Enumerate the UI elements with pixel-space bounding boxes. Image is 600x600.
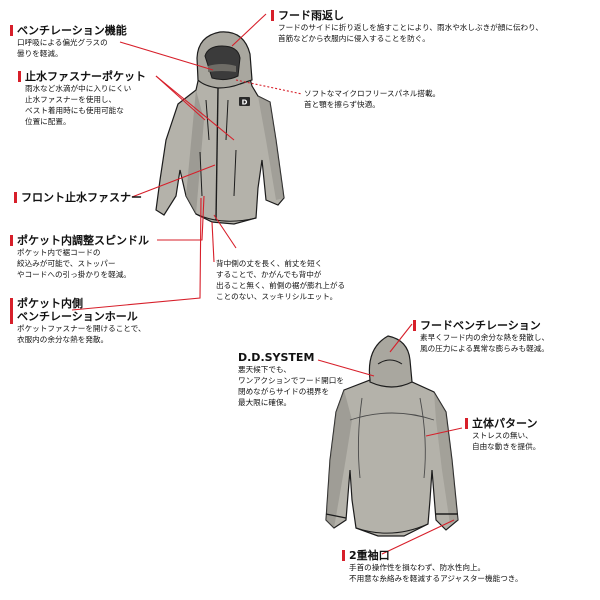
label-pocket-vent: ポケット内側 ベンチレーションホール ポケットファスナーを開けることで、 衣服内…	[17, 297, 146, 345]
front-jacket-shade	[186, 90, 204, 214]
label-back-length-line-1: 背中側の丈を長く、前丈を短く	[216, 259, 323, 268]
label-ventilation-line-2: 曇りを軽減。	[17, 49, 63, 58]
accent-bar-ventilation	[10, 25, 13, 36]
label-water-pocket: 止水ファスナーポケット 雨水など水滴が中に入りにくい 止水ファスナーを使用し、 …	[25, 70, 146, 127]
callout-line-fleece	[235, 79, 303, 95]
label-double-cuff-line-2: 不用意な糸絡みを軽減するアジャスター機能つき。	[349, 574, 523, 583]
label-water-pocket-line-4: 位置に配置。	[25, 117, 71, 126]
label-spindle-title: ポケット内調整スピンドル	[17, 234, 149, 247]
accent-bar-water-pocket	[18, 71, 21, 82]
label-dd-system-line-1: 悪天候下でも、	[238, 365, 291, 374]
label-pocket-vent-title-1: ポケット内側	[17, 297, 83, 310]
label-double-cuff: 2重袖口 手首の操作性を損なわず、防水性向上。 不用意な糸絡みを軽減するアジャス…	[349, 549, 523, 584]
back-seam-right	[419, 397, 426, 479]
callout-lines	[71, 13, 463, 555]
back-yoke	[349, 412, 435, 421]
label-fleece-line-2: 首と顎を擦らず快適。	[304, 100, 380, 109]
hand-pocket-zip-left	[199, 151, 203, 197]
callout-line-spindle	[157, 195, 205, 241]
label-hood-vent-line-1: 素早くフード内の余分な熱を発散し、	[420, 333, 550, 342]
accent-bar-pocket-vent	[10, 298, 13, 324]
label-dd-system-line-2: ワンアクションでフード開口を	[238, 376, 344, 385]
label-dd-system: D.D.SYSTEM 悪天候下でも、 ワンアクションでフード開口を 閉めながらサ…	[238, 351, 344, 408]
callout-line-hood-fold	[231, 13, 267, 47]
label-hood-fold-title: フード雨返し	[278, 9, 344, 22]
label-3d-pattern-line-1: ストレスの無い、	[472, 431, 533, 440]
accent-bar-spindle	[10, 235, 13, 246]
label-water-pocket-line-2: 止水ファスナーを使用し、	[25, 95, 117, 104]
label-dd-system-line-3: 閉めながらサイドの視界を	[238, 387, 330, 396]
label-hood-vent: フードベンチレーション 素早くフード内の余分な熱を発散し、 風の圧力による異常な…	[420, 319, 549, 354]
accent-bar-hood-vent	[413, 320, 416, 331]
back-hood-vent	[377, 359, 403, 365]
callout-line-cuff	[381, 519, 455, 555]
label-water-pocket-line-1: 雨水など水滴が中に入りにくい	[25, 84, 132, 93]
front-zipper	[215, 87, 219, 221]
label-spindle-line-1: ポケット内で裾コードの	[17, 248, 101, 257]
front-mouth-vent	[208, 64, 236, 72]
label-ventilation-line-1: 口呼吸による偏光グラスの	[17, 38, 108, 47]
callout-line-back-length-a	[213, 214, 237, 249]
label-pocket-vent-line-2: 衣服内の余分な熱を発散。	[17, 335, 109, 344]
label-back-length-line-3: 出ること無く、前側の裾が膨れ上がる	[216, 281, 346, 290]
callout-line-dd-system	[317, 359, 375, 377]
label-hood-vent-line-2: 風の圧力による異常な膨らみも軽減。	[420, 344, 549, 353]
label-fleece-panel: ソフトなマイクロフリースパネル搭載。 首と顎を擦らず快適。	[304, 88, 440, 110]
callout-line-3d-pattern	[425, 427, 463, 437]
label-water-pocket-title: 止水ファスナーポケット	[25, 70, 146, 83]
label-fleece-line-1: ソフトなマイクロフリースパネル搭載。	[304, 89, 441, 98]
callout-line-pocket-vent	[71, 197, 202, 311]
label-dd-system-title: D.D.SYSTEM	[238, 351, 315, 364]
label-hood-fold: フード雨返し フードのサイドに折り返しを施すことにより、雨水や水しぶきが顔に伝わ…	[278, 9, 543, 44]
label-pocket-vent-line-1: ポケットファスナーを開けることで、	[17, 324, 146, 333]
label-front-zip: フロント止水ファスナー	[21, 191, 142, 204]
label-hood-fold-line-2: 首筋などから衣服内に侵入することを防ぐ。	[278, 34, 430, 43]
callout-line-water-pocket-b	[155, 75, 235, 141]
label-ventilation-title: ベンチレーション機能	[17, 24, 127, 37]
back-hood	[368, 335, 413, 388]
label-back-length-line-2: することで、かがんでも背中が	[216, 270, 322, 279]
back-hem	[355, 523, 429, 534]
label-double-cuff-title: 2重袖口	[349, 549, 390, 562]
label-3d-pattern-title: 立体パターン	[472, 417, 538, 430]
callout-line-front-zip	[131, 164, 216, 198]
accent-bar-3d-pattern	[465, 418, 468, 429]
accent-bar-hood-fold	[271, 10, 274, 21]
label-spindle-line-2: 絞込みが可能で、ストッパー	[17, 259, 116, 268]
front-sleeve-shade	[258, 96, 284, 200]
label-3d-pattern-line-2: 自由な動きを提供。	[472, 442, 541, 451]
callout-line-hood-vent	[389, 323, 413, 353]
label-double-cuff-line-1: 手首の操作性を損なわず、防水性向上。	[349, 563, 486, 572]
back-shade-left	[326, 390, 352, 528]
label-spindle: ポケット内調整スピンドル ポケット内で裾コードの 絞込みが可能で、ストッパー や…	[17, 234, 149, 280]
label-3d-pattern: 立体パターン ストレスの無い、 自由な動きを提供。	[472, 417, 540, 452]
label-water-pocket-line-3: ベスト着用時にも使用可能な	[25, 106, 124, 115]
label-pocket-vent-title-2: ベンチレーションホール	[17, 310, 138, 323]
label-spindle-line-3: やコードへの引っ掛かりを軽減。	[17, 270, 131, 279]
callout-line-ventilation	[119, 41, 214, 71]
hand-pocket-zip-right	[233, 149, 237, 197]
label-ventilation: ベンチレーション機能 口呼吸による偏光グラスの 曇りを軽減。	[17, 24, 127, 59]
accent-bar-front-zip	[14, 192, 17, 203]
callout-line-back-length-b	[211, 221, 215, 263]
back-cuff-left	[325, 513, 347, 519]
front-jacket-illustration	[155, 31, 285, 225]
label-front-zip-title: フロント止水ファスナー	[21, 191, 142, 204]
label-dd-system-line-4: 最大限に確保。	[238, 398, 292, 407]
logo-badge	[239, 97, 250, 106]
label-hood-fold-line-1: フードのサイドに折り返しを施すことにより、雨水や水しぶきが顔に伝わり、	[278, 23, 544, 32]
back-shade-right	[434, 392, 458, 524]
logo-text: D	[242, 99, 248, 107]
back-jacket-illustration	[325, 335, 459, 537]
accent-bar-double-cuff	[342, 550, 345, 561]
label-hood-vent-title: フードベンチレーション	[420, 319, 541, 332]
label-back-length: 背中側の丈を長く、前丈を短く することで、かがんでも背中が 出ること無く、前側の…	[216, 258, 345, 302]
back-seam-left	[357, 397, 363, 479]
label-back-length-line-4: ことのない、スッキリシルエット。	[216, 292, 338, 301]
chest-pocket-zip-left	[205, 99, 210, 141]
